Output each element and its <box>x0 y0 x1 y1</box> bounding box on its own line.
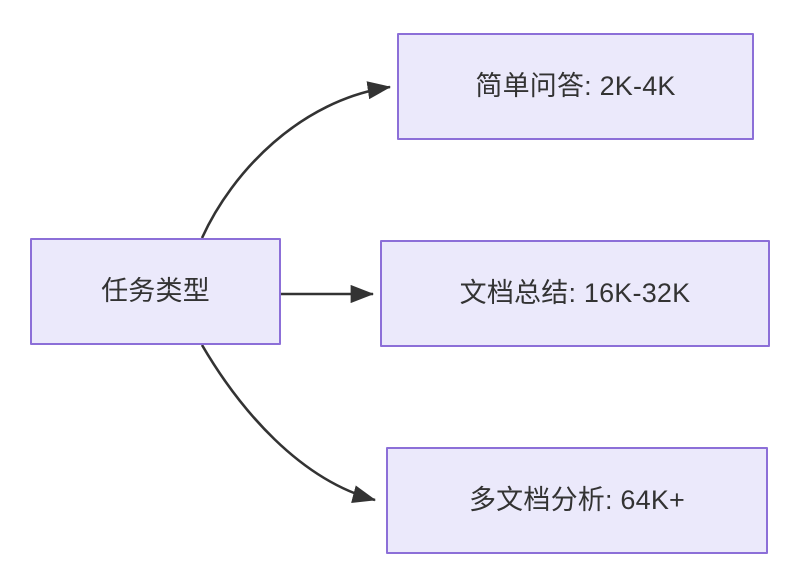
node-multi-document-analysis[interactable]: 多文档分析: 64K+ <box>386 447 768 554</box>
node-task-type[interactable]: 任务类型 <box>30 238 281 345</box>
node-document-summary-label: 文档总结: 16K-32K <box>459 278 691 309</box>
node-multi-document-analysis-label: 多文档分析: 64K+ <box>468 485 685 516</box>
node-simple-qa-label: 简单问答: 2K-4K <box>475 71 676 102</box>
node-simple-qa[interactable]: 简单问答: 2K-4K <box>397 33 754 140</box>
edge-source-to-multidoc <box>200 344 377 504</box>
node-task-type-label: 任务类型 <box>101 276 210 307</box>
node-document-summary[interactable]: 文档总结: 16K-32K <box>380 240 770 347</box>
edge-source-to-simple <box>200 81 392 239</box>
